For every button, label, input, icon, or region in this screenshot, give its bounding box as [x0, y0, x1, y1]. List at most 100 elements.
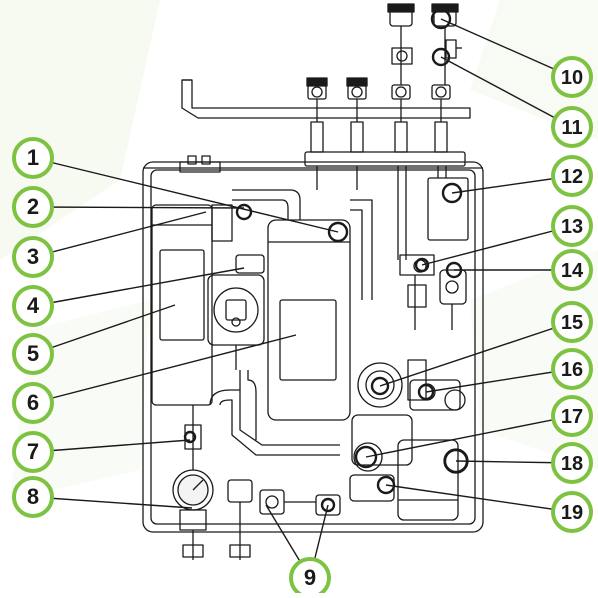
callout-13-badge — [551, 205, 593, 247]
callout-17-target — [354, 445, 378, 469]
callout-4-label: 4 — [27, 293, 40, 318]
callout-1-target — [327, 221, 349, 243]
callout-8-label: 8 — [27, 484, 39, 509]
callout-11: 11 — [551, 106, 593, 148]
callout-1-leader — [32, 157, 339, 233]
callout-14-label: 14 — [561, 260, 584, 282]
callout-8-leader — [32, 496, 193, 509]
callout-13: 13 — [551, 205, 593, 247]
mounting-bracket — [181, 79, 471, 119]
callout-19-target — [376, 475, 396, 495]
callout-11-badge — [551, 106, 593, 148]
callout-3-label: 3 — [27, 244, 39, 269]
callout-targets — [183, 8, 469, 513]
callout-16-badge — [551, 348, 593, 390]
callout-7: 7 — [12, 431, 54, 473]
callout-12: 12 — [551, 155, 593, 197]
top-valves — [387, 3, 462, 85]
callout-9-target — [320, 497, 336, 513]
callout-5-label: 5 — [27, 341, 39, 366]
callout-13-target — [414, 257, 430, 273]
callout-1-badge — [12, 137, 54, 179]
pipework — [209, 189, 373, 456]
callout-7-target — [183, 430, 197, 444]
callout-6: 6 — [12, 382, 54, 424]
callout-16: 16 — [551, 348, 593, 390]
callout-6-badge — [12, 382, 54, 424]
callout-14-target — [445, 261, 463, 279]
callout-14-badge — [551, 249, 593, 291]
background-accents — [0, 0, 598, 260]
callout-15: 15 — [551, 301, 593, 343]
callout-6-leader — [32, 334, 297, 404]
callout-2-target — [235, 203, 253, 221]
callout-13-leader — [421, 225, 573, 266]
callout-4-badge — [12, 285, 54, 327]
callout-10-label: 10 — [561, 67, 583, 89]
pressure-sensor — [357, 359, 427, 408]
callout-19: 19 — [551, 491, 593, 533]
callout-15-label: 15 — [561, 312, 583, 334]
callout-18-target — [443, 448, 469, 474]
callout-11-target — [431, 47, 451, 67]
callout-10-target — [430, 8, 452, 30]
callout-11-label: 11 — [561, 117, 582, 139]
callout-18-badge — [551, 442, 593, 484]
callout-17-badge — [551, 395, 593, 437]
callout-8: 8 — [12, 476, 54, 518]
callout-12-label: 12 — [561, 166, 583, 188]
callout-16-label: 16 — [561, 359, 583, 381]
right-components — [399, 177, 469, 330]
callout-3-badge — [12, 236, 54, 278]
callout-16-target — [417, 383, 435, 401]
callout-10-leader — [440, 18, 573, 78]
callout-12-badge — [551, 155, 593, 197]
callout-17-leader — [365, 415, 573, 458]
top-manifold — [179, 151, 466, 173]
callout-7-label: 7 — [27, 439, 39, 464]
callout-9-label: 9 — [304, 565, 316, 590]
callout-2-label: 2 — [27, 194, 39, 219]
callout-5: 5 — [12, 333, 54, 375]
callout-4: 4 — [12, 285, 54, 327]
lower-valves — [227, 479, 341, 560]
callout-1-label: 1 — [27, 145, 39, 170]
callout-18-label: 18 — [561, 453, 583, 475]
left-lower-assembly — [172, 405, 214, 560]
risers — [316, 166, 447, 260]
callout-3: 3 — [12, 236, 54, 278]
callout-17-label: 17 — [561, 406, 583, 428]
valve-16 — [409, 379, 466, 411]
callout-15-badge — [551, 301, 593, 343]
callout-7-badge — [12, 431, 54, 473]
callout-15-leader — [379, 321, 573, 387]
upper-valves — [306, 77, 451, 153]
callout-19-leader — [385, 484, 573, 513]
callout-10-badge — [551, 56, 593, 98]
callout-8-badge — [12, 476, 54, 518]
callout-9: 9 — [289, 557, 331, 598]
callout-19-label: 19 — [561, 502, 583, 524]
heat-exchanger — [267, 219, 351, 421]
callout-1: 1 — [12, 137, 54, 179]
callout-2-badge — [12, 186, 54, 228]
callout-18: 18 — [551, 442, 593, 484]
callout-13-label: 13 — [561, 216, 583, 238]
callout-7-leader — [32, 439, 191, 453]
callout-10: 10 — [551, 56, 593, 98]
unit-drawing — [142, 3, 484, 560]
callout-4-leader — [32, 267, 245, 307]
callout-6-label: 6 — [27, 390, 39, 415]
callout-11-leader — [440, 56, 573, 128]
callout-12-target — [441, 182, 463, 204]
callout-19-badge — [551, 491, 593, 533]
callout-17: 17 — [551, 395, 593, 437]
callout-16-leader — [425, 368, 573, 393]
callout-3-leader — [32, 211, 207, 258]
left-tank — [151, 204, 233, 406]
unit-casing — [142, 161, 484, 533]
callout-5-badge — [12, 333, 54, 375]
callout-5-leader — [32, 304, 176, 355]
